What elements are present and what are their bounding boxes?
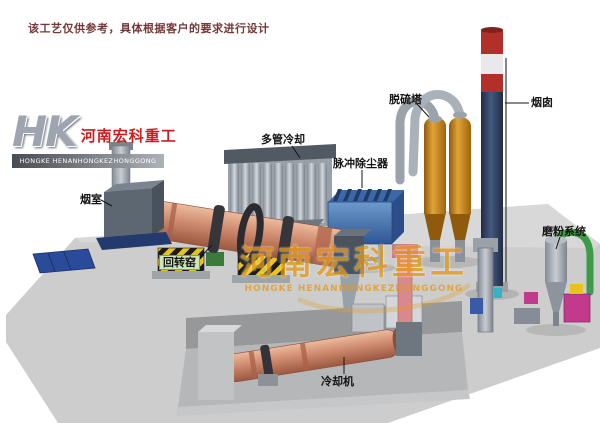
label-multi-tube-cooling: 多管冷却 — [261, 133, 305, 146]
label-pulse-dust-collector: 脉冲除尘器 — [333, 157, 388, 170]
label-desulfurization-tower: 脱硫塔 — [389, 93, 422, 106]
logo-company-name: 河南宏科重工 — [80, 127, 177, 145]
cooling-machine-shape — [198, 322, 422, 400]
blue-pallet — [32, 248, 96, 274]
label-smoke-chamber: 烟室 — [80, 193, 102, 206]
logo-monogram: HK — [12, 107, 78, 156]
watermark-swoosh — [297, 283, 471, 314]
label-chimney: 烟囱 — [531, 96, 553, 109]
desulfurization-tower-shape — [395, 90, 482, 268]
label-grinding-system: 磨粉系统 — [542, 225, 586, 238]
grinding-system-shape — [514, 229, 594, 336]
logo-subtitle: HONGKE HENANHONGKEZHONGGONG — [12, 154, 164, 168]
label-cooling-machine: 冷却机 — [321, 375, 354, 388]
label-rotary-kiln: 回转窑 — [159, 255, 200, 270]
leader-lines — [100, 102, 561, 374]
bucket-elevator-gray — [470, 238, 502, 333]
company-logo: HK 河南宏科重工 HONGKE HENANHONGKEZHONGGONG — [12, 107, 176, 168]
disclaimer-note: 该工艺仅供参考，具体根据客户的要求进行设计 — [28, 22, 270, 35]
bucket-elevator-pink — [392, 244, 418, 333]
